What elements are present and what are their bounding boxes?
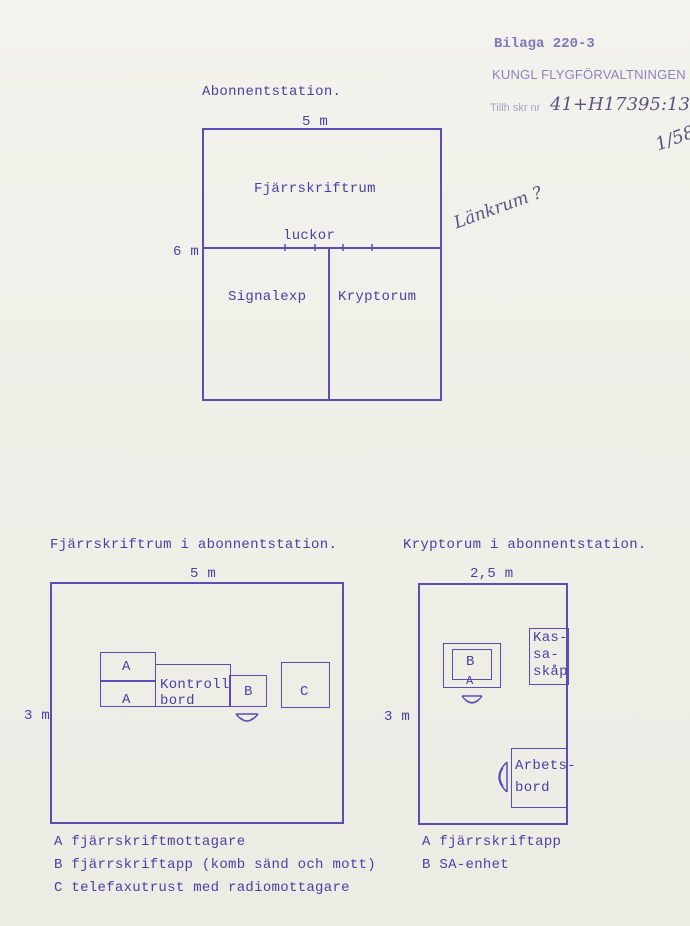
stamp-tillh-label: Tillh skr nr (490, 102, 541, 114)
unit-c-label: C (300, 684, 309, 700)
unit-b-left (229, 675, 267, 707)
work-desk (511, 748, 567, 808)
stamp-office: KUNGL FLYGFÖRVALTNINGEN (492, 67, 686, 82)
sa-unit-label: B (466, 654, 475, 670)
right-plan-width-label: 2,5 m (470, 566, 514, 582)
right-plan-title: Kryptorum i abonnentstation. (403, 537, 647, 553)
hatch-label: luckor (283, 228, 336, 244)
cash-cabinet-label-3: skåp (533, 664, 568, 680)
work-desk-label-2: bord (515, 780, 550, 796)
control-table-label-2: bord (160, 693, 195, 709)
stamp-bilaga: Bilaga 220-3 (494, 36, 595, 52)
control-table-label-1: Kontroll (160, 677, 230, 693)
work-desk-label-1: Arbets- (515, 758, 576, 774)
left-plan-title: Fjärrskriftrum i abonnentstation. (50, 537, 338, 553)
unit-a-upper-label: A (122, 659, 131, 675)
cash-cabinet (529, 628, 569, 685)
cash-cabinet-label-2: sa- (533, 647, 560, 663)
control-table (155, 664, 231, 707)
left-legend-b: B fjärrskriftapp (komb sänd och mott) (54, 857, 376, 873)
room-kryptorum: Kryptorum (338, 289, 417, 305)
left-legend-c: C telefaxutrust med radiomottagare (54, 880, 350, 896)
left-plan-outline (50, 582, 344, 824)
left-plan-height-label: 3 m (24, 708, 51, 724)
sa-unit-inner (452, 649, 492, 680)
left-legend-a: A fjärrskriftmottagare (54, 834, 246, 850)
cash-cabinet-label-1: Kas- (533, 630, 568, 646)
unit-a-lower-label: A (122, 692, 131, 708)
left-plan-width-label: 5 m (190, 566, 217, 582)
top-plan-width-label: 5 m (302, 114, 329, 130)
right-legend-a: A fjärrskriftapp (422, 834, 562, 850)
crypto-unit-label: A (466, 674, 474, 688)
room-fjarrskriftrum: Fjärrskriftrum (254, 181, 376, 197)
top-plan-title: Abonnentstation. (202, 84, 342, 100)
room-signalexp: Signalexp (228, 289, 307, 305)
unit-c (281, 662, 330, 708)
unit-b-left-label: B (244, 684, 253, 700)
right-plan-height-label: 3 m (384, 709, 411, 725)
top-plan-outline (202, 128, 442, 401)
stamp-tillh-number: 41+H17395:13 (550, 94, 690, 115)
right-plan-outline (418, 583, 568, 825)
sa-unit-outer (443, 643, 501, 688)
top-plan-height-label: 6 m (173, 244, 200, 260)
right-legend-b: B SA-enhet (422, 857, 510, 873)
